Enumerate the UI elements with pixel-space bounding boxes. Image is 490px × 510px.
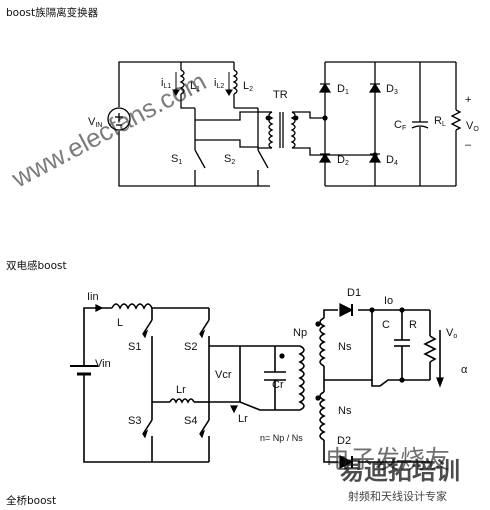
section-title-isolated-boost: boost族隔离变换器: [6, 7, 99, 19]
section-title-full-bridge-boost: 全桥boost: [6, 495, 57, 507]
d1-diode: [318, 82, 332, 93]
label-il1: iL1: [161, 77, 171, 90]
label-tr: TR: [273, 89, 288, 101]
label-minus: –: [465, 139, 472, 151]
label-d3: D3: [386, 83, 398, 96]
label-ns-lower: Ns: [338, 405, 352, 417]
label-il2: iL2: [214, 77, 224, 90]
label-r: R: [409, 319, 417, 331]
label-l1: L1: [190, 80, 200, 93]
rl-resistor: [450, 109, 462, 131]
s2-switch: [199, 319, 210, 335]
d2-diode-c2: [339, 455, 354, 469]
l1-coil: [179, 69, 185, 95]
label-s2-c2: S2: [184, 341, 197, 353]
label-lr-1: Lr: [176, 384, 186, 396]
section-title-dual-inductor-boost: 双电感boost: [6, 260, 67, 272]
l2-coil: [232, 69, 238, 95]
s1-switch: [142, 319, 153, 335]
label-d1-c2: D1: [347, 287, 361, 299]
label-l2: L2: [243, 80, 253, 93]
d3-diode: [368, 82, 382, 93]
d4-diode: [368, 152, 382, 163]
s2-switch: [257, 149, 269, 169]
label-turns-ratio: n= Np / Ns: [260, 433, 303, 443]
label-ns-upper: Ns: [338, 341, 352, 353]
watermark-url: www.elecfans.com: [6, 66, 211, 194]
l-coil: [111, 303, 153, 310]
label-d1: D1: [337, 83, 349, 96]
label-s2: S2: [224, 153, 235, 166]
s1-switch: [194, 149, 206, 169]
d1-diode-c2: [339, 303, 354, 317]
label-s4: S4: [184, 415, 197, 427]
lr-coil-1: [169, 398, 195, 404]
watermark-logo-sub: 射频和天线设计专家: [348, 489, 447, 503]
watermark-red: 电子发烧友: [325, 446, 450, 474]
label-d4: D4: [386, 154, 398, 167]
label-alpha: α: [461, 364, 468, 376]
cf-plate-bottom: [411, 125, 429, 129]
label-io: Io: [384, 295, 393, 307]
tr-secondary-coil: [290, 111, 296, 149]
label-rl: RL: [434, 115, 446, 128]
np-coil: [298, 345, 305, 411]
label-vin-c2: Vin: [95, 358, 111, 370]
label-vo-c2: Vo: [446, 327, 457, 340]
ns-coil-lower: [319, 391, 326, 441]
label-iin: Iin: [87, 291, 99, 303]
s3-switch: [142, 419, 153, 435]
label-l: L: [117, 317, 123, 329]
label-vin: VIN: [88, 116, 102, 129]
label-d2: D2: [337, 154, 349, 167]
label-s1: S1: [171, 153, 182, 166]
tr-primary-coil: [268, 111, 274, 149]
vin-source-symbol: [107, 107, 131, 131]
label-s3: S3: [128, 415, 141, 427]
r-resistor: [423, 335, 437, 363]
label-cr: Cr: [272, 379, 284, 391]
label-s1-c2: S1: [128, 341, 141, 353]
label-plus: +: [465, 94, 471, 106]
watermark-logo: 易迪拓培训: [340, 457, 460, 485]
label-lr-2: Lr: [238, 413, 248, 425]
label-d2-c2: D2: [337, 435, 351, 447]
d2-diode: [318, 152, 332, 163]
label-vcr: Vcr: [215, 369, 232, 381]
label-np: Np: [293, 327, 307, 339]
ns-coil-upper: [319, 317, 326, 367]
s4-switch: [199, 419, 210, 435]
label-vo: VO: [466, 120, 479, 133]
label-c: C: [382, 319, 390, 331]
label-cf: CF: [394, 119, 406, 132]
